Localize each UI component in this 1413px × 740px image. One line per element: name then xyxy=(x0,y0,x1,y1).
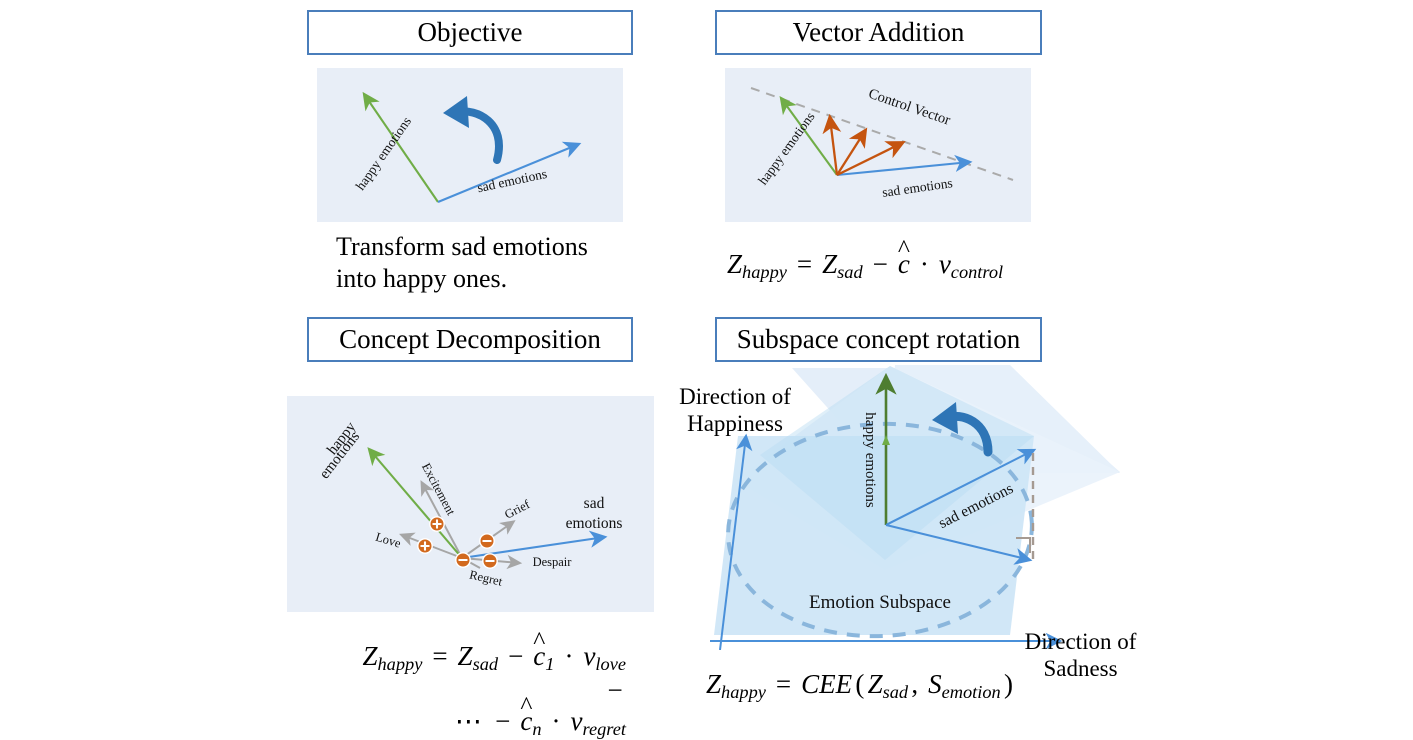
figure-concept-decomposition: happy emotions sad emotions Excitement L… xyxy=(287,396,654,612)
rotation-arrow-icon xyxy=(932,402,993,457)
despair-label: Despair xyxy=(533,555,573,569)
marker-excitement-plus xyxy=(429,516,445,532)
direction-of-sadness-label: Direction of Sadness xyxy=(1024,629,1137,682)
panel-title-concept-decomposition: Concept Decomposition xyxy=(307,317,633,362)
sad-vector-label: sad xyxy=(584,495,605,512)
subspace-ellipse xyxy=(726,421,1034,639)
control-vector-3 xyxy=(836,141,906,177)
regret-label: Regret xyxy=(468,568,504,589)
sad-vector-projection xyxy=(885,523,1033,565)
control-vector-label: Control Vector xyxy=(866,86,952,129)
happiness-axis-arrow xyxy=(719,433,753,650)
rotation-arrow-icon xyxy=(443,96,503,164)
panel-title-vector-addition: Vector Addition xyxy=(715,10,1042,55)
emotion-subspace-label: Emotion Subspace xyxy=(809,592,951,613)
sad-vector xyxy=(885,448,1037,526)
title-text: Subspace concept rotation xyxy=(736,324,1021,354)
marker-regret-minus xyxy=(455,552,471,568)
objective-caption: Transform sad emotions into happy ones. xyxy=(336,232,588,293)
love-label: Love xyxy=(374,530,403,551)
sad-vector-label: sad emotions xyxy=(476,166,548,195)
happy-vector-midcap xyxy=(882,435,890,445)
title-text: Vector Addition xyxy=(792,17,965,47)
control-vector-1 xyxy=(822,113,842,176)
subspace-rotation-diagram: happy emotions sad emotions Emotion Subs… xyxy=(710,365,1120,650)
subspace-plane xyxy=(714,436,1034,635)
control-vector-2 xyxy=(836,127,868,176)
formula-subspace-rotation: Zhappy = CEE(Zsad, Semotion) xyxy=(706,669,1013,703)
happy-vector xyxy=(362,91,439,203)
marker-grief-minus xyxy=(479,533,495,549)
figure-objective: happy emotions sad emotions xyxy=(317,68,623,222)
happy-vector xyxy=(367,447,463,559)
title-text: Concept Decomposition xyxy=(339,324,601,354)
panel-title-subspace-rotation: Subspace concept rotation xyxy=(715,317,1042,362)
sad-vector-label-2: emotions xyxy=(566,515,623,532)
panel-title-objective: Objective xyxy=(307,10,633,55)
figure-vector-addition: happy emotions sad emotions Control Vect… xyxy=(725,68,1031,222)
happy-vector-label: happy emotions xyxy=(862,412,878,508)
happy-vector xyxy=(779,95,838,176)
sad-vector xyxy=(437,141,582,203)
happy-vector-label: happy emotions xyxy=(755,109,818,187)
formula-concept-decomposition: Zhappy = Zsad − ^c1 · vlove − ⋯ − ^cn · … xyxy=(362,625,626,740)
right-angle-marker xyxy=(1016,537,1031,553)
marker-despair-minus xyxy=(482,553,498,569)
marker-love-plus xyxy=(417,538,433,554)
vector-addition-diagram: happy emotions sad emotions Control Vect… xyxy=(750,86,1014,200)
formula-vector-addition: Zhappy = Zsad − ^c · vcontrol xyxy=(727,233,1004,283)
figure-subspace-rotation: happy emotions sad emotions Emotion Subs… xyxy=(700,360,1120,650)
sad-vector-label: sad emotions xyxy=(881,175,953,200)
title-text: Objective xyxy=(417,17,523,47)
objective-diagram: happy emotions sad emotions xyxy=(353,91,582,203)
grief-label: Grief xyxy=(502,497,533,522)
concept-decomposition-diagram: happy emotions sad emotions Excitement L… xyxy=(317,419,623,589)
direction-of-happiness-label: Direction of Happiness xyxy=(679,384,791,437)
sad-vector xyxy=(836,154,973,177)
